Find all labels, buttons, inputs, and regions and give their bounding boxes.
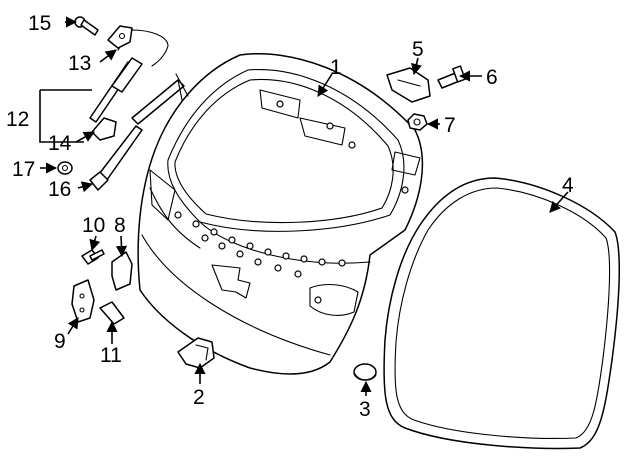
callout-8: 8 (114, 214, 126, 237)
gas-spring (89, 73, 189, 191)
callout-13: 13 (68, 52, 91, 75)
hinge-plate-9 (71, 279, 95, 323)
callout-7: 7 (444, 114, 456, 137)
support-strut (89, 29, 169, 123)
callout-6: 6 (486, 66, 498, 89)
nut-17 (57, 161, 73, 175)
weatherstrip-seal (383, 177, 621, 450)
nut-7 (407, 113, 428, 131)
callout-1: 1 (330, 56, 342, 79)
bolt-10 (81, 249, 105, 265)
liftgate-holes (174, 100, 409, 304)
callout-11: 11 (100, 344, 122, 367)
callout-14: 14 (48, 132, 72, 155)
bumper-stop (177, 337, 215, 369)
bolt-6 (437, 65, 466, 89)
latch (386, 67, 431, 103)
callout-10: 10 (82, 214, 105, 237)
bolt-11 (99, 301, 125, 325)
ball-stud-bracket (91, 117, 117, 141)
callout-9: 9 (54, 330, 66, 353)
callout-16: 16 (48, 178, 71, 201)
hinge-8 (111, 251, 133, 291)
strut-bracket (107, 25, 133, 49)
callout-2: 2 (193, 386, 205, 409)
liftgate-panel (137, 53, 424, 375)
callout-17: 17 (12, 158, 35, 181)
bumper (353, 363, 377, 381)
callout-4: 4 (562, 174, 574, 197)
callout-5: 5 (412, 38, 424, 61)
bolt-15 (74, 16, 99, 36)
leader-lines (39, 16, 569, 396)
callout-3: 3 (359, 398, 371, 421)
callout-15: 15 (28, 12, 51, 35)
callout-labels: 15 13 12 14 17 16 10 8 9 11 1 5 6 7 4 2 … (6, 12, 574, 421)
callout-12: 12 (6, 108, 29, 131)
